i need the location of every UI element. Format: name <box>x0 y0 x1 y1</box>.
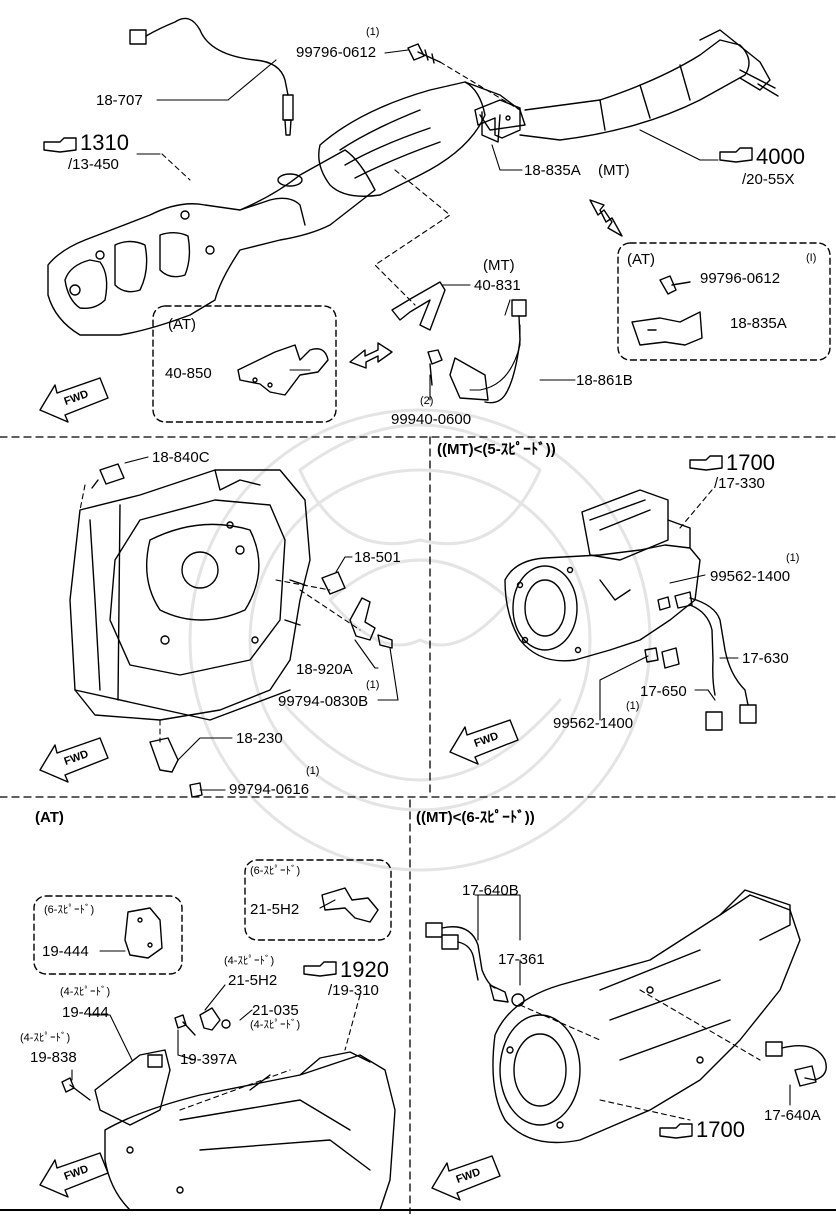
at-transmission <box>104 1051 396 1211</box>
sensor-18-920A <box>349 597 393 649</box>
part-label-18-920A[interactable]: 18-920A <box>296 661 353 678</box>
leader-lines-mid-left <box>79 456 399 791</box>
at-box-40-850 <box>152 305 337 423</box>
sensor-18-840C <box>91 463 125 489</box>
qty-label: (1) <box>626 700 640 712</box>
part-label-17-361[interactable]: 17-361 <box>498 951 545 968</box>
part-label-18-501[interactable]: 18-501 <box>354 549 401 566</box>
qty-label: (1) <box>786 552 800 564</box>
watermark-emblem <box>188 408 652 872</box>
sensor-18-501 <box>321 571 346 595</box>
sensor-17-630 <box>657 591 757 731</box>
double-arrow-icon <box>349 199 623 369</box>
box-6-speed-19-444 <box>33 895 183 975</box>
rotary-engine <box>69 469 311 721</box>
tag-4-speed: (4-ｽﾋﾟｰﾄﾞ) <box>224 955 275 967</box>
part-label-21-5H2-6sp[interactable]: 21-5H2 <box>250 901 300 918</box>
part-label-99796-0612[interactable]: 99796-0612 <box>296 44 377 61</box>
part-label-17-650[interactable]: 17-650 <box>640 683 687 700</box>
pointing-hand-icon <box>43 137 753 1139</box>
transmission-5-speed <box>504 489 701 662</box>
fwd-arrow-icon <box>449 719 519 765</box>
part-label-99794-0830B[interactable]: 99794-0830B <box>278 693 369 710</box>
sensor-18-230 <box>149 737 203 798</box>
part-label-17-630[interactable]: 17-630 <box>742 650 789 667</box>
part-label-18-835A[interactable]: 18-835A <box>524 162 581 179</box>
tag-4-speed: (4-ｽﾋﾟｰﾄﾞ) <box>250 1019 301 1031</box>
part-label-17-640A[interactable]: 17-640A <box>764 1107 821 1124</box>
ref-label-1310[interactable]: 1310 <box>80 130 129 155</box>
panel-title-mt-6-speed: ((MT)<(6-ｽﾋﾟｰﾄﾞ)) <box>416 809 535 826</box>
ref-sub-13-450: /13-450 <box>68 156 119 173</box>
part-label-18-861B[interactable]: 18-861B <box>576 372 633 389</box>
at-box-title: (AT) <box>168 316 197 333</box>
part-label-18-230[interactable]: 18-230 <box>236 730 283 747</box>
part-label-18-840C[interactable]: 18-840C <box>152 449 210 466</box>
part-label-18-835A-at[interactable]: 18-835A <box>730 315 787 332</box>
ref-label-4000[interactable]: 4000 <box>756 144 805 169</box>
part-label-40-831[interactable]: 40-831 <box>474 277 521 294</box>
ref-sub-19-310: /19-310 <box>328 982 379 999</box>
sensor-17-650 <box>644 647 680 669</box>
box-title-6-speed: (6-ｽﾋﾟｰﾄﾞ) <box>250 865 301 877</box>
part-label-19-397A[interactable]: 19-397A <box>180 1051 237 1068</box>
leader-lines-bottom-right <box>474 894 791 1121</box>
part-label-21-035[interactable]: 21-035 <box>252 1002 299 1019</box>
leader-lines-bottom-left <box>71 899 361 1111</box>
mt-tag: (MT) <box>598 162 630 179</box>
ref-sub-20-55X: /20-55X <box>742 171 795 188</box>
part-label-99794-0616[interactable]: 99794-0616 <box>229 781 310 798</box>
fwd-arrow-icon <box>39 1152 109 1198</box>
fwd-arrow-icon <box>39 737 109 783</box>
ref-label-1700-6sp[interactable]: 1700 <box>696 1117 745 1142</box>
part-label-19-838[interactable]: 19-838 <box>30 1049 77 1066</box>
bolt-icon <box>61 1014 196 1101</box>
tag-4-speed: (4-ｽﾋﾟｰﾄﾞ) <box>60 986 111 998</box>
part-label-17-640B[interactable]: 17-640B <box>462 882 519 899</box>
part-label-99562-1400-b[interactable]: 99562-1400 <box>553 715 634 732</box>
part-label-21-5H2-4sp[interactable]: 21-5H2 <box>228 972 278 989</box>
qty-label: (2) <box>420 395 434 407</box>
switch-19-444-4sp <box>94 1049 171 1126</box>
qty-label: (1) <box>366 26 380 38</box>
part-label-99940-0600[interactable]: 99940-0600 <box>391 411 472 428</box>
box-title-6-speed: (6-ｽﾋﾟｰﾄﾞ) <box>44 904 95 916</box>
panel-title-at: (AT) <box>35 809 64 826</box>
fwd-arrow-icon <box>431 1155 501 1201</box>
ref-sub-17-330: /17-330 <box>714 475 765 492</box>
leader-lines-mid-right <box>599 489 739 721</box>
part-label-40-850[interactable]: 40-850 <box>165 365 212 382</box>
qty-label: (I) <box>806 252 817 264</box>
part-label-99796-0612-at[interactable]: 99796-0612 <box>700 270 781 287</box>
qty-label: (1) <box>306 765 320 777</box>
box-6-speed-21-5H2 <box>244 859 392 941</box>
bolt-icon <box>407 43 441 64</box>
sensor-17-640B <box>425 922 525 1007</box>
ref-label-1920[interactable]: 1920 <box>340 957 389 982</box>
ref-label-1700[interactable]: 1700 <box>726 450 775 475</box>
panel-title-mt-5-speed: ((MT)<(5-ｽﾋﾟｰﾄﾞ)) <box>437 441 556 458</box>
o2-sensor-18-707 <box>129 17 294 136</box>
sensor-21-5H2-4sp <box>199 1007 231 1031</box>
transmission-6-speed <box>492 889 801 1144</box>
fwd-arrow-icon <box>39 377 109 423</box>
tag-4-speed: (4-ｽﾋﾟｰﾄﾞ) <box>20 1032 71 1044</box>
exhaust-manifold <box>47 149 376 336</box>
sensor-17-640A <box>765 1041 827 1087</box>
mt-tag: (MT) <box>483 257 515 274</box>
o2-sensor-18-861B <box>391 281 527 404</box>
part-label-18-707[interactable]: 18-707 <box>96 92 143 109</box>
qty-label: (1) <box>366 679 380 691</box>
at-box-title: (AT) <box>627 251 656 268</box>
part-label-19-444-6sp[interactable]: 19-444 <box>42 943 89 960</box>
part-label-99562-1400[interactable]: 99562-1400 <box>710 568 791 585</box>
at-box-18-835A <box>617 242 831 361</box>
part-label-19-444-4sp[interactable]: 19-444 <box>62 1004 109 1021</box>
panel-dividers <box>0 436 836 1215</box>
bracket-18-835A <box>474 99 521 139</box>
leader-lines-top <box>136 49 719 401</box>
